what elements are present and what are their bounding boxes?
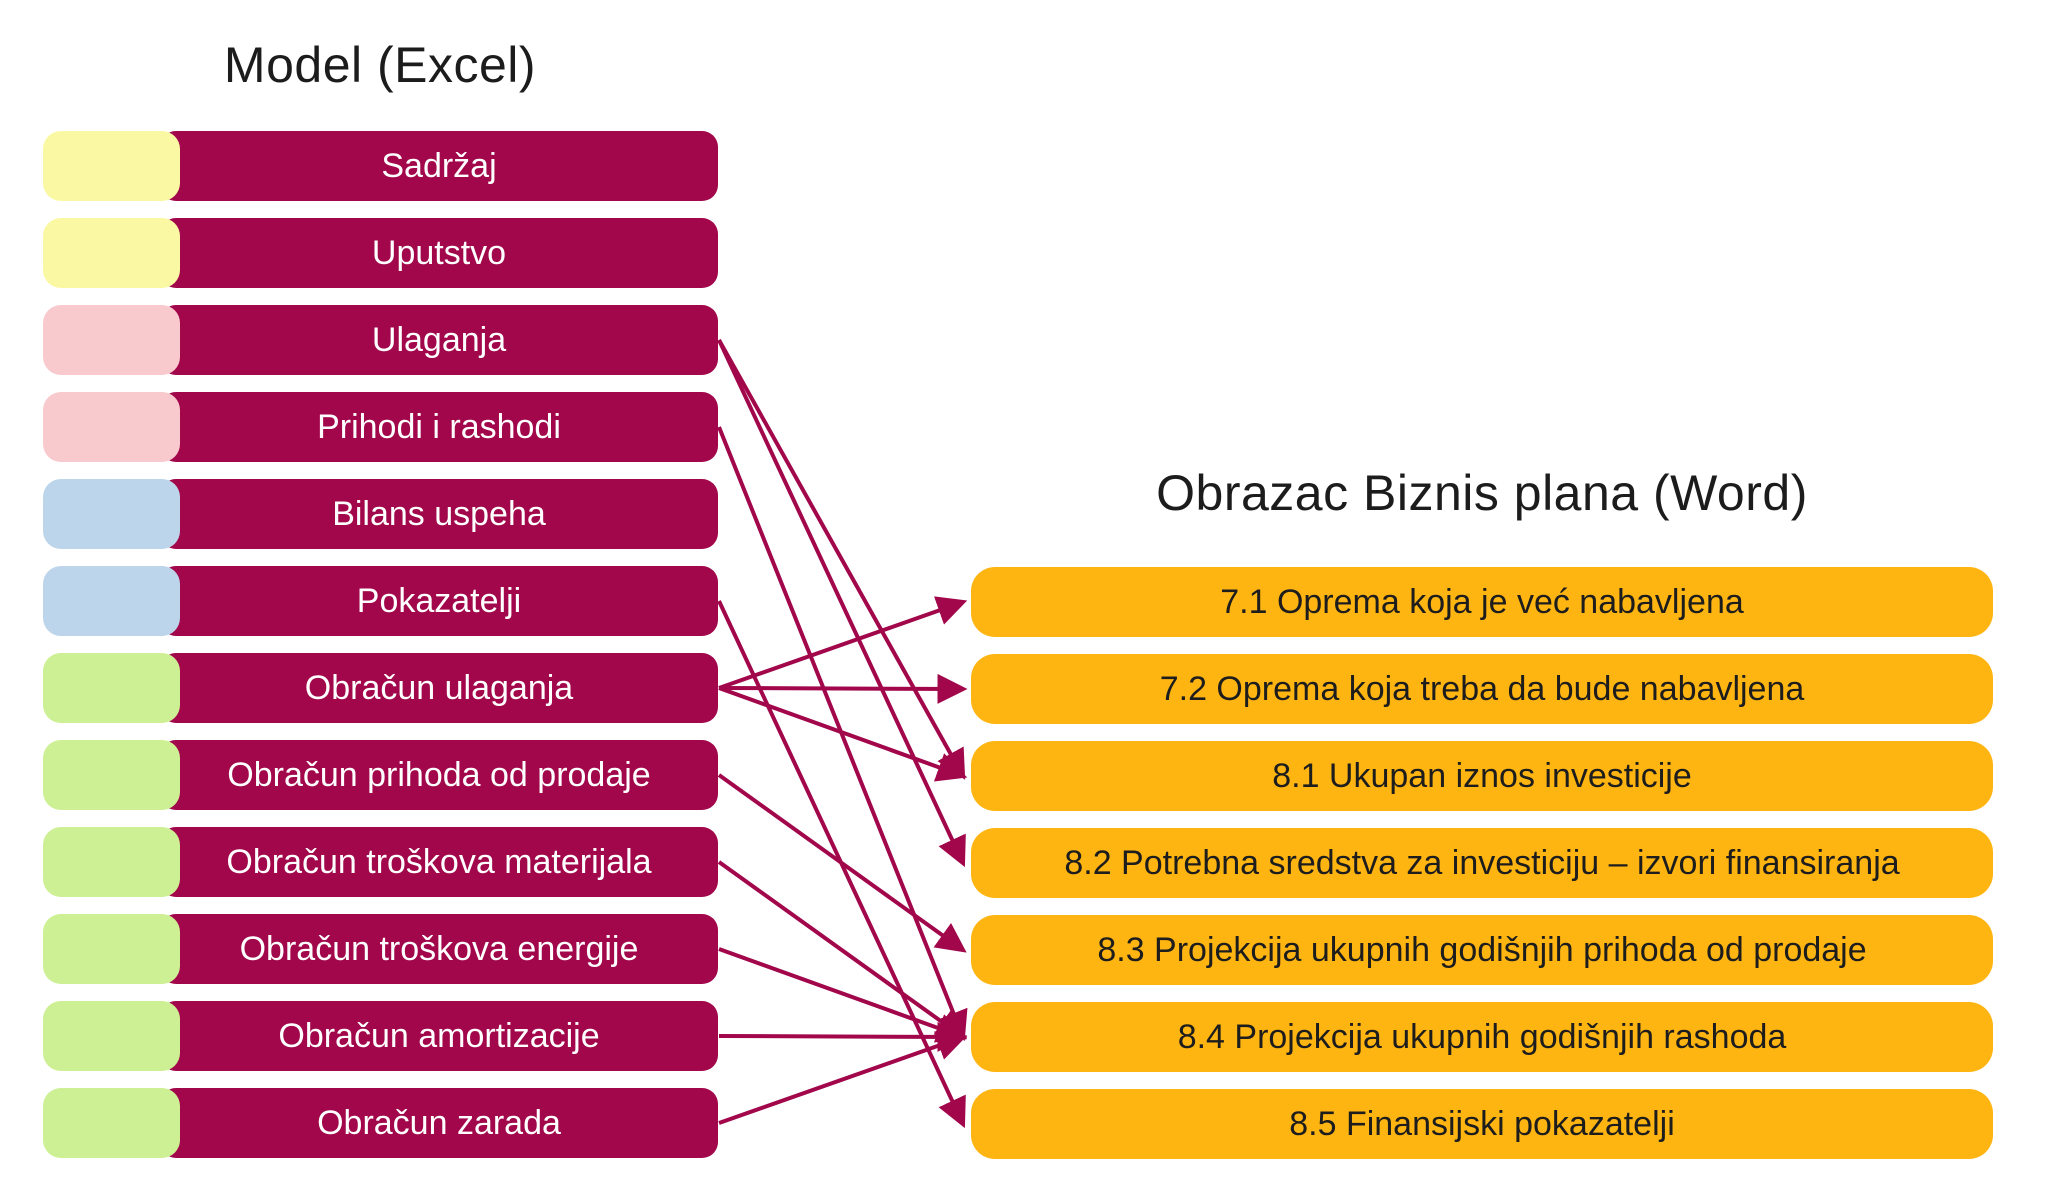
- excel-sheet-row-pokazatelji: Pokazatelji: [0, 566, 2048, 636]
- category-tab-yellow: [43, 131, 180, 201]
- word-section-label: 7.1 Oprema koja je već nabavljena: [1220, 582, 1744, 621]
- category-tab-pink: [43, 392, 180, 462]
- left-column-title: Model (Excel): [223, 37, 537, 93]
- word-section-label: 8.5 Finansijski pokazatelji: [1289, 1104, 1675, 1143]
- excel-sheet-row-sadrzaj: Sadržaj: [0, 131, 2048, 201]
- category-tab-green: [43, 914, 180, 984]
- excel-sheet-pill-obracun-energije: Obračun troškova energije: [160, 914, 718, 984]
- word-section-label: 7.2 Oprema koja treba da bude nabavljena: [1159, 669, 1805, 708]
- excel-sheet-pill-prihodi-i-rashodi: Prihodi i rashodi: [160, 392, 718, 462]
- excel-sheet-row-uputstvo: Uputstvo: [0, 218, 2048, 288]
- excel-sheet-pill-obracun-zarada: Obračun zarada: [160, 1088, 718, 1158]
- excel-sheet-label: Sadržaj: [381, 146, 497, 185]
- word-section-label: 8.2 Potrebna sredstva za investiciju – i…: [1064, 843, 1900, 882]
- excel-sheet-label: Prihodi i rashodi: [317, 407, 561, 446]
- excel-sheet-label: Obračun prihoda od prodaje: [227, 755, 651, 794]
- excel-sheet-row-bilans-uspeha: Bilans uspeha: [0, 479, 2048, 549]
- category-tab-green: [43, 827, 180, 897]
- word-section-pill-7.1: 7.1 Oprema koja je već nabavljena: [971, 567, 1993, 637]
- excel-sheet-row-obracun-amortizacije: Obračun amortizacije: [0, 1001, 2048, 1071]
- excel-sheet-label: Pokazatelji: [356, 581, 522, 620]
- excel-sheet-pill-obracun-prihoda: Obračun prihoda od prodaje: [160, 740, 718, 810]
- excel-sheet-pill-sadrzaj: Sadržaj: [160, 131, 718, 201]
- category-tab-blue: [43, 479, 180, 549]
- category-tab-green: [43, 653, 180, 723]
- word-section-label: 8.1 Ukupan iznos investicije: [1272, 756, 1692, 795]
- category-tab-pink: [43, 305, 180, 375]
- excel-sheet-label: Uputstvo: [371, 233, 507, 272]
- category-tab-blue: [43, 566, 180, 636]
- excel-sheet-label: Obračun troškova energije: [239, 929, 639, 968]
- excel-sheet-row-obracun-energije: Obračun troškova energije: [0, 914, 2048, 984]
- category-tab-yellow: [43, 218, 180, 288]
- excel-sheet-row-obracun-ulaganja: Obračun ulaganja: [0, 653, 2048, 723]
- excel-sheet-label: Obračun troškova materijala: [226, 842, 652, 881]
- word-section-pill-8.4: 8.4 Projekcija ukupnih godišnjih rashoda: [971, 1002, 1993, 1072]
- word-section-pill-8.5: 8.5 Finansijski pokazatelji: [971, 1089, 1993, 1159]
- excel-sheet-pill-pokazatelji: Pokazatelji: [160, 566, 718, 636]
- word-section-pill-8.3: 8.3 Projekcija ukupnih godišnjih prihoda…: [971, 915, 1993, 985]
- excel-sheet-row-obracun-prihoda: Obračun prihoda od prodaje: [0, 740, 2048, 810]
- excel-sheet-label: Obračun ulaganja: [304, 668, 574, 707]
- excel-sheet-row-obracun-zarada: Obračun zarada: [0, 1088, 2048, 1158]
- excel-sheet-label: Obračun zarada: [317, 1103, 561, 1142]
- excel-sheet-label: Ulaganja: [371, 320, 507, 359]
- excel-sheet-pill-ulaganja: Ulaganja: [160, 305, 718, 375]
- excel-sheet-row-prihodi-i-rashodi: Prihodi i rashodi: [0, 392, 2048, 462]
- word-section-pill-8.1: 8.1 Ukupan iznos investicije: [971, 741, 1993, 811]
- excel-sheet-pill-uputstvo: Uputstvo: [160, 218, 718, 288]
- excel-sheet-pill-bilans-uspeha: Bilans uspeha: [160, 479, 718, 549]
- category-tab-green: [43, 1088, 180, 1158]
- category-tab-green: [43, 1001, 180, 1071]
- excel-sheet-pill-obracun-ulaganja: Obračun ulaganja: [160, 653, 718, 723]
- word-section-pill-7.2: 7.2 Oprema koja treba da bude nabavljena: [971, 654, 1993, 724]
- excel-sheet-label: Obračun amortizacije: [278, 1016, 600, 1055]
- excel-sheet-label: Bilans uspeha: [332, 494, 546, 533]
- word-section-label: 8.3 Projekcija ukupnih godišnjih prihoda…: [1097, 930, 1867, 969]
- word-section-label: 8.4 Projekcija ukupnih godišnjih rashoda: [1177, 1017, 1787, 1056]
- excel-sheet-pill-obracun-amortizacije: Obračun amortizacije: [160, 1001, 718, 1071]
- word-section-pill-8.2: 8.2 Potrebna sredstva za investiciju – i…: [971, 828, 1993, 898]
- excel-sheet-row-ulaganja: Ulaganja: [0, 305, 2048, 375]
- category-tab-green: [43, 740, 180, 810]
- excel-sheet-pill-obracun-materijala: Obračun troškova materijala: [160, 827, 718, 897]
- excel-sheet-row-obracun-materijala: Obračun troškova materijala: [0, 827, 2048, 897]
- right-column-title: Obrazac Biznis plana (Word): [1156, 465, 1808, 521]
